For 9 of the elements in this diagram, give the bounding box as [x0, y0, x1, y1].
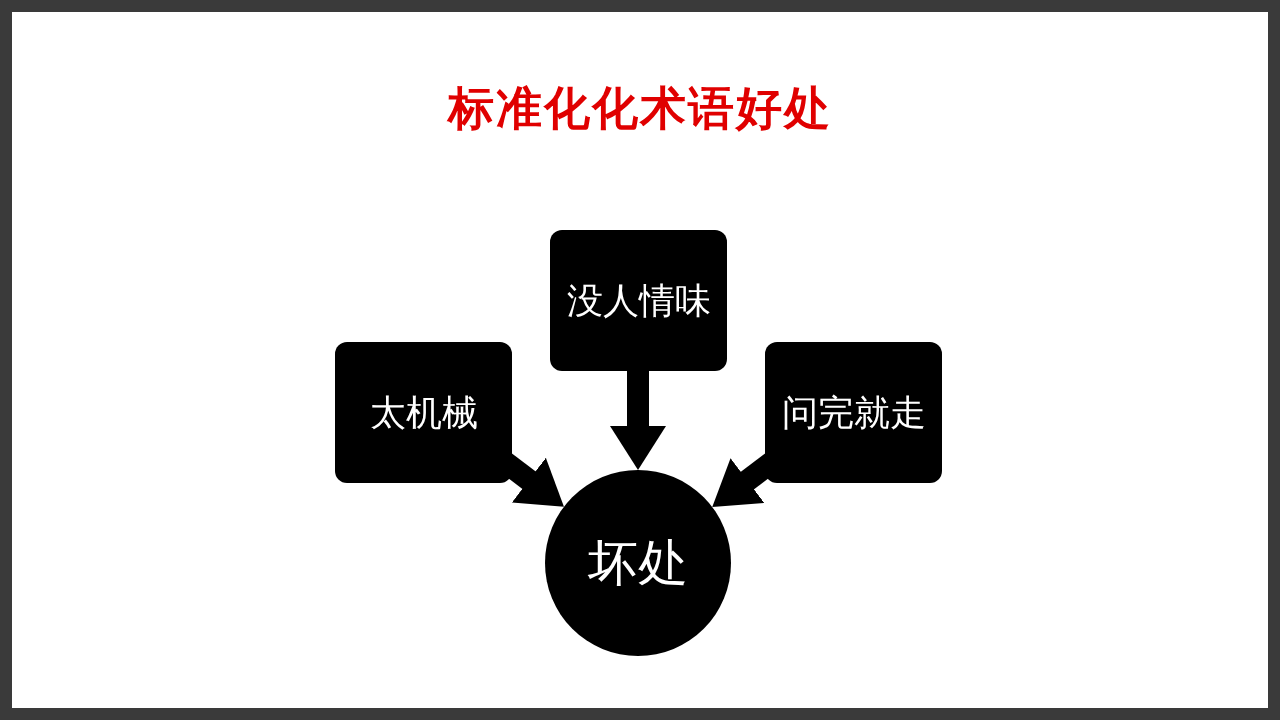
title: 标准化化术语好处: [446, 80, 833, 137]
node-text: 坏处: [588, 532, 688, 594]
arrow: [610, 371, 666, 470]
rounded-box: [335, 342, 512, 483]
node-text: 太机械: [369, 390, 478, 435]
rounded-box: [765, 342, 942, 483]
rounded-box: [550, 230, 727, 371]
node-text: 没人情味: [566, 278, 711, 323]
node-text: 问完就走: [781, 390, 926, 435]
